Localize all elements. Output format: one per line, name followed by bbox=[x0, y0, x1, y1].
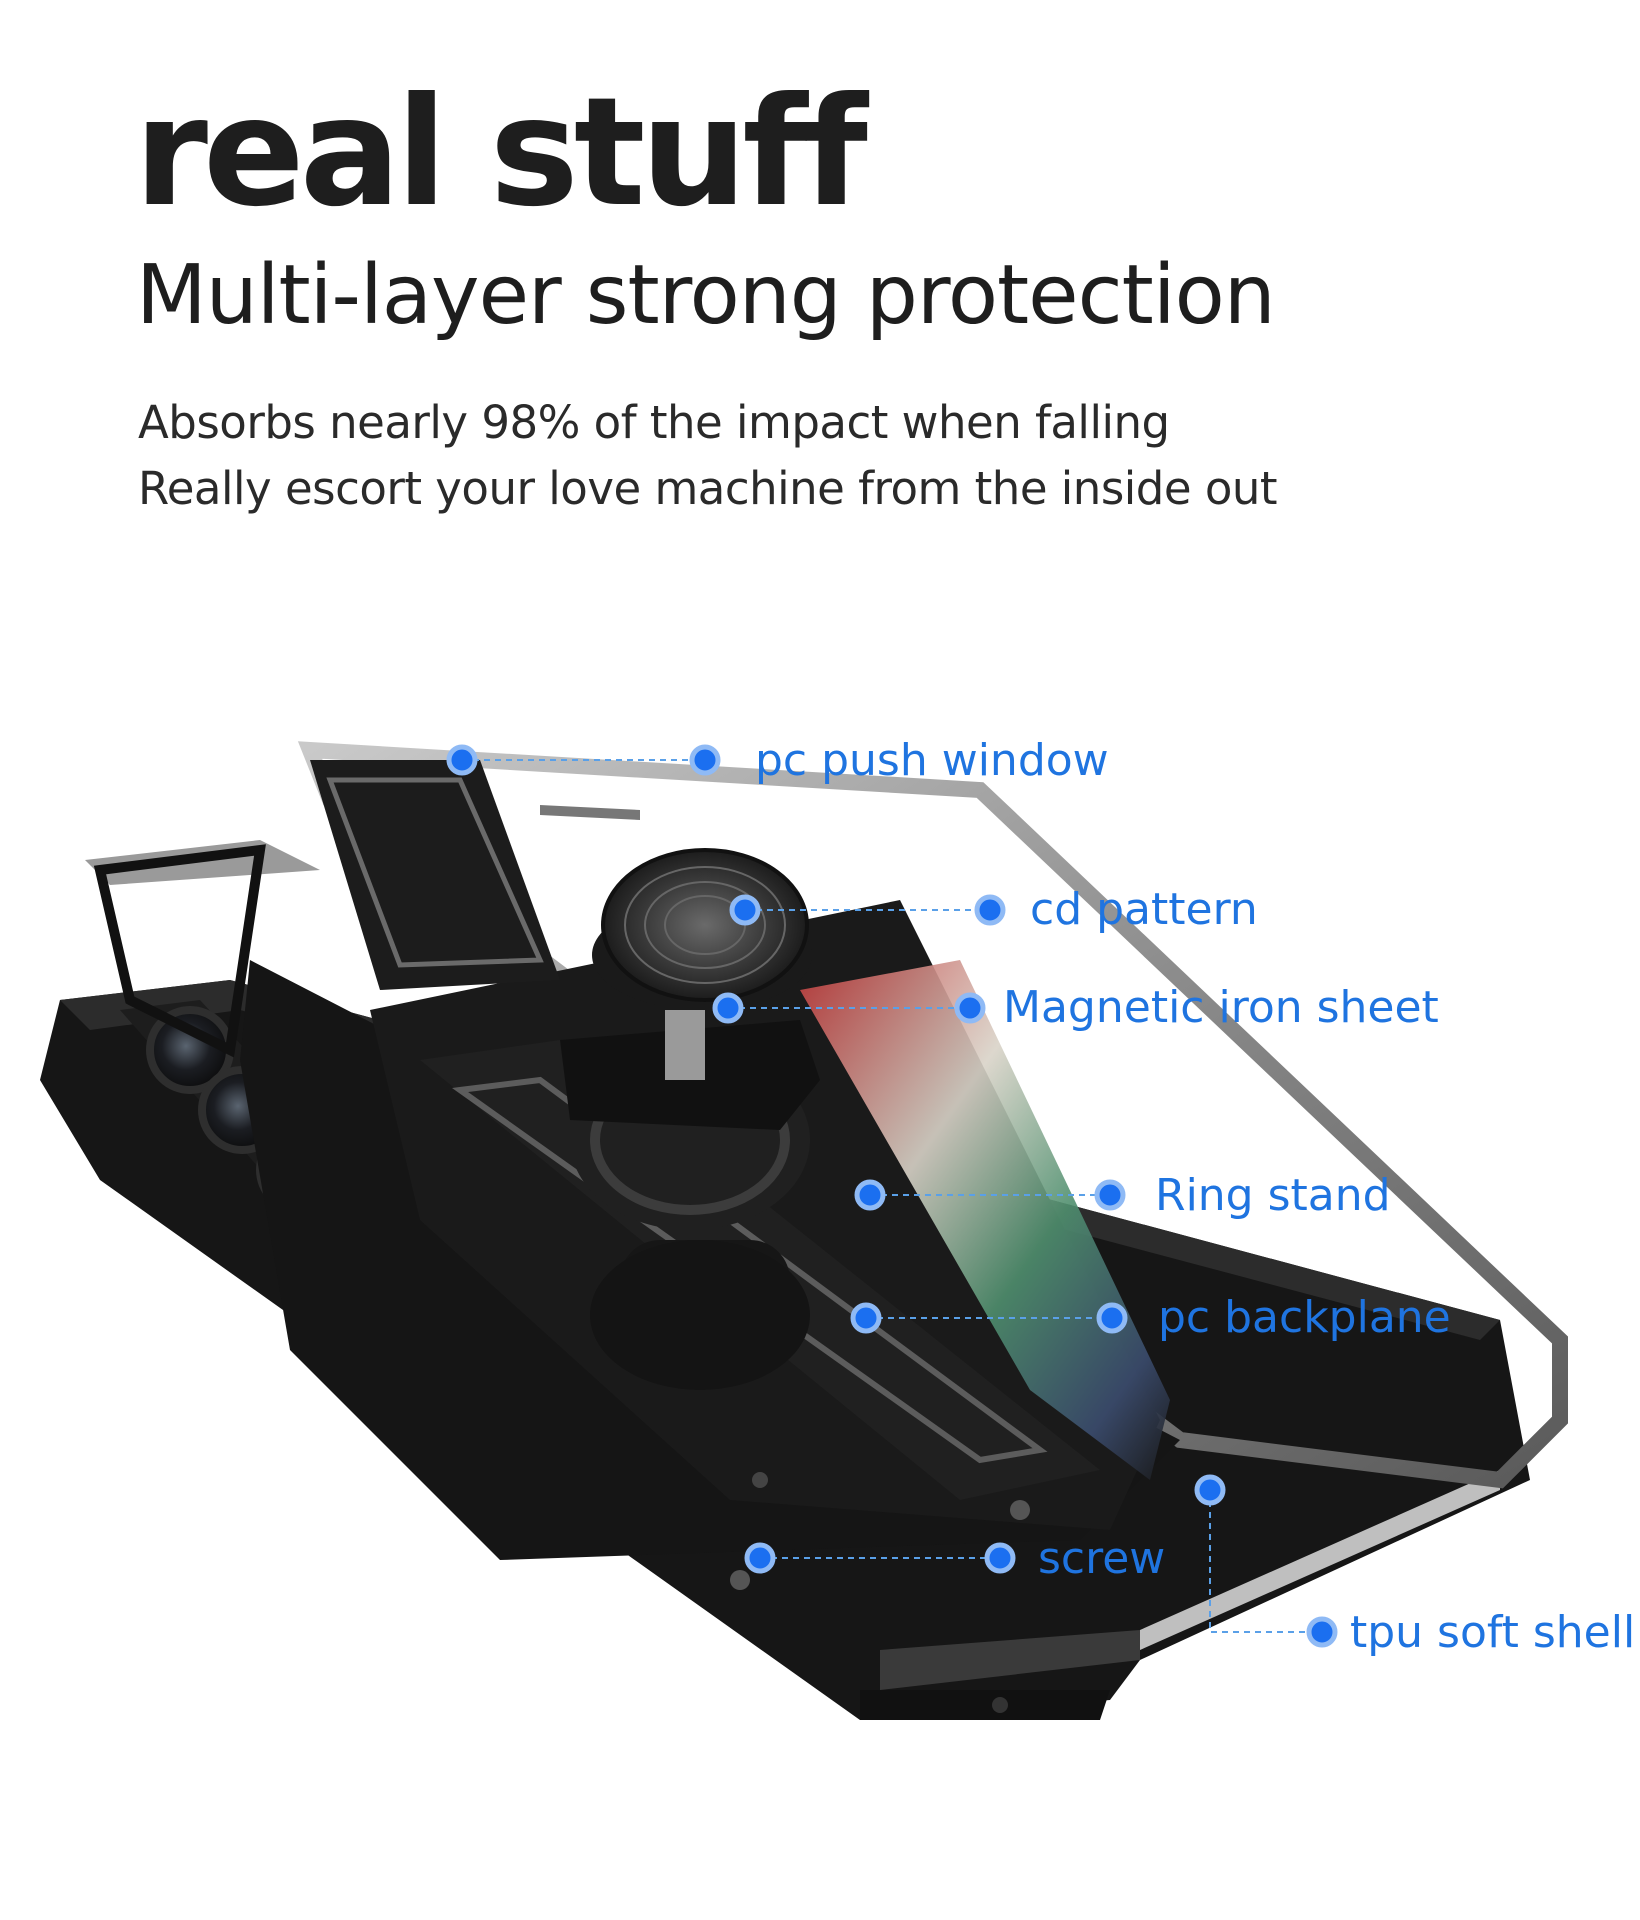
description-line-2: Really escort your love machine from the… bbox=[138, 462, 1278, 515]
label-ring-stand: Ring stand bbox=[1155, 1170, 1391, 1221]
callout-dot bbox=[1096, 1302, 1128, 1334]
callout-dot bbox=[689, 744, 721, 776]
callout-dot bbox=[1194, 1474, 1226, 1506]
callout-dot bbox=[712, 992, 744, 1024]
callout-dot bbox=[974, 894, 1006, 926]
headline: real stuff bbox=[134, 66, 868, 240]
magnetic-mount bbox=[560, 848, 820, 1130]
callout-dot bbox=[984, 1542, 1016, 1574]
callout-dot bbox=[1094, 1179, 1126, 1211]
label-cd-pattern: cd pattern bbox=[1030, 884, 1258, 935]
callout-dot bbox=[446, 744, 478, 776]
callout-dot bbox=[729, 894, 761, 926]
label-magnetic-iron-sheet: Magnetic iron sheet bbox=[1003, 982, 1439, 1033]
subheadline: Multi-layer strong protection bbox=[136, 248, 1276, 343]
label-pc-push-window: pc push window bbox=[755, 735, 1109, 786]
description-line-1: Absorbs nearly 98% of the impact when fa… bbox=[138, 396, 1170, 449]
callout-dot bbox=[954, 992, 986, 1024]
callout-dot bbox=[854, 1179, 886, 1211]
screws bbox=[730, 1472, 1030, 1590]
callout-dot bbox=[744, 1542, 776, 1574]
callout-dots bbox=[446, 744, 1338, 1648]
label-pc-backplane: pc backplane bbox=[1158, 1292, 1451, 1343]
callout-dot bbox=[850, 1302, 882, 1334]
callout-dot bbox=[1306, 1616, 1338, 1648]
label-tpu-soft-shell: tpu soft shell bbox=[1350, 1607, 1635, 1658]
callout-lines bbox=[462, 759, 1322, 1633]
label-screw: screw bbox=[1038, 1533, 1165, 1584]
